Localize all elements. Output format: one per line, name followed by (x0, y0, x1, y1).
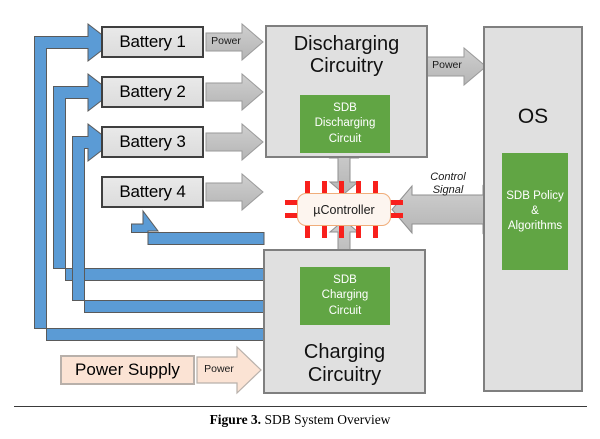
mcu-pin-top-2 (322, 181, 327, 194)
battery-3-box: Battery 3 (101, 126, 204, 158)
charging-title-line-2: Circuitry (307, 363, 382, 386)
sdb-charging-line-2: Charging (321, 289, 369, 302)
microcontroller-label: µController (313, 202, 375, 217)
mcu-pin-top-3 (339, 181, 344, 194)
charge-path-battery-3 (72, 122, 265, 313)
power-supply-label: Power Supply (75, 359, 180, 379)
battery-1-label: Battery 1 (119, 31, 186, 51)
figure-caption-label: Figure 3. (209, 412, 262, 427)
power-arrow-battery-4 (205, 172, 264, 212)
mcu-pin-bottom-4 (356, 225, 361, 238)
control-signal-line-1: Control (430, 171, 466, 183)
figure-caption-text: SDB System Overview (264, 412, 391, 427)
power-supply-box: Power Supply (60, 355, 195, 385)
charge-path-battery-1 (34, 22, 265, 341)
sdb-policy-line-2: & (531, 204, 539, 217)
mcu-pin-right-2 (390, 213, 403, 218)
sdb-policy-algorithms-module: SDB Policy & Algorithms (502, 153, 568, 270)
power-arrow-battery-2 (205, 72, 264, 112)
mcu-pin-bottom-3 (339, 225, 344, 238)
sdb-discharging-circuit-module: SDB Discharging Circuit (300, 95, 390, 153)
mcu-pin-top-5 (373, 181, 378, 194)
power-arrow-battery-3 (205, 122, 264, 162)
mcu-pin-left-2 (285, 213, 298, 218)
power-label-discharging-to-os: Power (432, 59, 462, 71)
sdb-charging-line-3: Circuit (328, 304, 362, 317)
power-label-powersupply: Power (204, 363, 234, 375)
discharging-title-line-1: Discharging (293, 33, 400, 55)
mcu-pin-bottom-5 (373, 225, 378, 238)
sdb-charging-line-1: SDB (333, 274, 357, 287)
sdb-policy-line-1: SDB Policy (506, 189, 564, 202)
power-arrow-discharging-to-os (426, 46, 487, 87)
discharging-circuitry-title: Discharging Circuitry (294, 33, 400, 78)
sdb-discharging-line-1: SDB (333, 102, 357, 115)
sdb-discharging-line-2: Discharging (314, 117, 376, 130)
charge-path-battery-2 (53, 72, 265, 281)
microcontroller-chip: µController (297, 193, 391, 226)
figure-caption: Figure 3. SDB System Overview (0, 412, 600, 428)
battery-2-box: Battery 2 (101, 76, 204, 108)
power-arrow-powersupply-to-charging (196, 345, 262, 395)
control-signal-line-2: Signal (432, 184, 464, 197)
mcu-pin-top-1 (305, 181, 310, 194)
sdb-charging-circuit-module: SDB Charging Circuit (300, 267, 390, 325)
mcu-pin-right-1 (390, 200, 403, 205)
battery-4-box: Battery 4 (101, 176, 204, 208)
caption-divider (14, 406, 587, 407)
battery-1-box: Battery 1 (101, 26, 204, 58)
mcu-pin-top-4 (356, 181, 361, 194)
power-arrow-battery-1 (205, 22, 264, 62)
sdb-policy-line-3: Algorithms (507, 220, 563, 233)
os-title: OS (517, 105, 549, 128)
battery-3-label: Battery 3 (119, 131, 186, 151)
sdb-discharging-line-3: Circuit (328, 132, 362, 145)
mcu-pin-bottom-1 (305, 225, 310, 238)
charging-circuitry-title: Charging Circuitry (304, 341, 385, 386)
battery-2-label: Battery 2 (119, 81, 186, 101)
charging-title-line-1: Charging (303, 341, 386, 364)
power-label-battery-1: Power (211, 35, 241, 47)
discharging-title-line-2: Circuitry (309, 55, 384, 78)
charge-path-battery-4 (131, 209, 265, 245)
battery-4-label: Battery 4 (119, 181, 186, 201)
mcu-pin-left-1 (285, 200, 298, 205)
mcu-pin-bottom-2 (322, 225, 327, 238)
control-signal-label: Control Signal (413, 171, 483, 197)
